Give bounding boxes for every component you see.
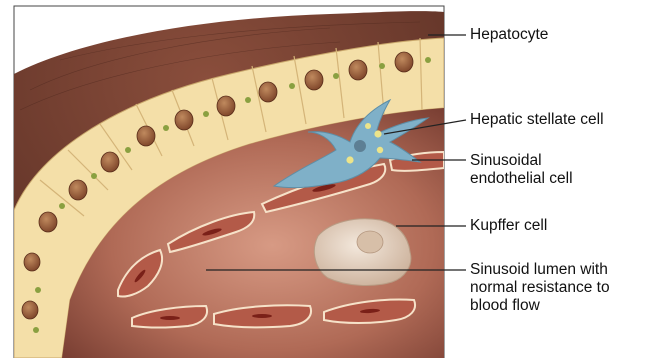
hepatocyte-nucleus [22, 301, 38, 319]
label-hepatocyte: Hepatocyte [470, 26, 548, 44]
hepatocyte-nucleus [217, 96, 235, 116]
hepatocyte-nucleus [24, 253, 40, 271]
hepatocyte-nucleus [39, 212, 57, 232]
hepatocyte-nucleus [259, 82, 277, 102]
label-sinusoidal-endothelial-cell: Sinusoidal endothelial cell [470, 152, 573, 188]
label-sinusoid-lumen: Sinusoid lumen with normal resistance to… [470, 261, 610, 315]
hepatocyte-nucleus [395, 52, 413, 72]
label-hepatic-stellate-cell: Hepatic stellate cell [470, 111, 604, 129]
hepatocyte-nucleus [101, 152, 119, 172]
hepatocyte-nucleus [349, 60, 367, 80]
hepatocyte-nucleus [175, 110, 193, 130]
hepatocyte-nucleus [137, 126, 155, 146]
kupffer-cell [314, 219, 411, 286]
hepatocyte-nucleus [305, 70, 323, 90]
hepatocyte-nucleus [69, 180, 87, 200]
label-kupffer-cell: Kupffer cell [470, 217, 547, 235]
